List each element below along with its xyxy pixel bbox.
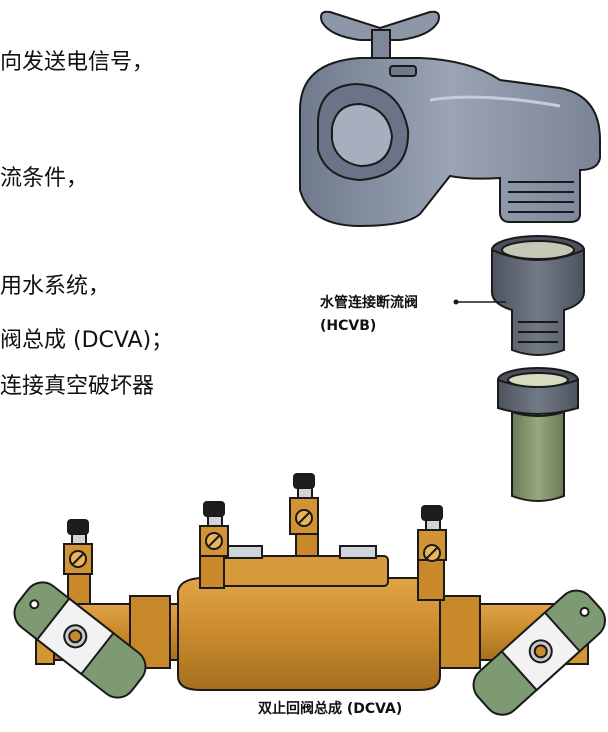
faucet-icon: [299, 10, 601, 228]
text-line-2: 流条件，: [0, 166, 89, 191]
double-check-valve-assembly-icon: [13, 473, 606, 716]
hcvb-label-en: (HCVB): [320, 318, 377, 334]
hose-connection-vacuum-breaker-icon: [491, 235, 585, 502]
text-line-5: 连接真空破坏器: [0, 374, 155, 399]
text-line-1: 向发送电信号，: [0, 50, 155, 75]
text-line-3: 用水系统，: [0, 274, 111, 299]
text-line-4: 阀总成 (DCVA)；: [0, 328, 174, 353]
dcva-label: 双止回阀总成 (DCVA): [258, 701, 403, 717]
hcvb-label-cn: 水管连接断流阀: [320, 295, 418, 311]
